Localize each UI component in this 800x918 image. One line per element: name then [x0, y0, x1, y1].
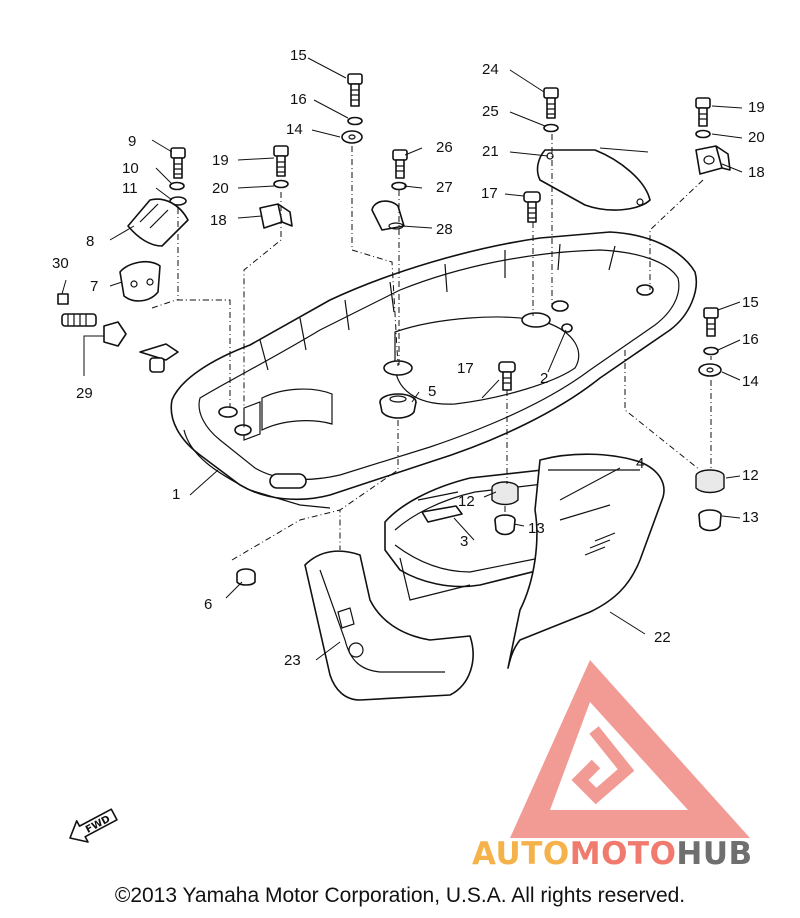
callout-9: 9 [128, 133, 136, 150]
callout-16b: 16 [742, 331, 759, 348]
callout-1: 1 [172, 486, 180, 503]
callout-18b: 18 [748, 164, 765, 181]
washer-14 [341, 130, 363, 144]
washer-20-right [695, 129, 711, 139]
callout-12b: 12 [742, 467, 759, 484]
latch-plate-8 [127, 198, 189, 247]
callout-25: 25 [482, 103, 499, 120]
washer-20-left [273, 179, 289, 189]
callout-13a: 13 [528, 520, 545, 537]
plug-6 [236, 568, 256, 586]
callout-14a: 14 [286, 121, 303, 138]
watermark-logo [510, 660, 750, 838]
washer-27 [391, 181, 407, 191]
callout-19a: 19 [212, 152, 229, 169]
bolt-24 [543, 87, 559, 119]
callout-6: 6 [204, 596, 212, 613]
bottom-cowling [170, 231, 697, 509]
washer-14-right [698, 363, 722, 377]
latch-block-7 [119, 260, 161, 302]
grommet-5 [379, 393, 417, 419]
callout-10: 10 [122, 160, 139, 177]
callout-15a: 15 [290, 47, 307, 64]
callout-14b: 14 [742, 373, 759, 390]
fwd-arrow: FWD [69, 808, 118, 843]
callout-4: 4 [636, 455, 644, 472]
watermark-text-moto: MOTO [569, 836, 677, 872]
washer-25 [543, 123, 559, 133]
callout-labels: 1 2 3 4 5 6 7 8 9 10 11 12 12 13 13 14 1… [52, 47, 765, 669]
callout-30: 30 [52, 255, 69, 272]
plate-21 [536, 149, 651, 211]
washer-10 [169, 181, 185, 191]
watermark-text-auto: AUTO [472, 836, 570, 872]
pad-3 [417, 491, 463, 523]
callout-17b: 17 [457, 360, 474, 377]
callout-26: 26 [436, 139, 453, 156]
callout-7: 7 [90, 278, 98, 295]
clip-18-right [695, 145, 731, 175]
collar-13-left [494, 514, 516, 536]
callout-17a: 17 [481, 185, 498, 202]
callout-24: 24 [482, 61, 499, 78]
callout-23: 23 [284, 652, 301, 669]
watermark-triangle-icon [510, 660, 750, 838]
washer-16-right [703, 346, 719, 356]
watermark-text: AUTOMOTOHUB [472, 836, 753, 872]
callout-20b: 20 [748, 129, 765, 146]
bolt-15 [347, 73, 363, 107]
bolt-19-left [273, 145, 289, 177]
bracket-28 [371, 200, 405, 231]
watermark-text-hub: HUB [676, 836, 753, 872]
washer-16 [347, 116, 363, 126]
bolt-26 [392, 149, 408, 179]
bolt-9 [170, 147, 186, 179]
bolt-17-top [523, 191, 541, 223]
bolt-15-right [703, 307, 719, 337]
leader-lines [61, 57, 743, 661]
label-30 [57, 293, 69, 305]
copyright-notice: ©2013 Yamaha Motor Corporation, U.S.A. A… [114, 884, 686, 907]
side-cover-left [304, 550, 474, 701]
callout-28: 28 [436, 221, 453, 238]
grommet-12-left [491, 481, 519, 506]
latch-rod-29 [61, 313, 179, 373]
washer-11 [169, 196, 187, 206]
callout-22: 22 [654, 629, 671, 646]
center-lines [151, 134, 712, 561]
callout-5: 5 [428, 383, 436, 400]
callout-12a: 12 [458, 493, 475, 510]
callout-18a: 18 [210, 212, 227, 229]
bolt-17-mid [498, 361, 516, 391]
callout-8: 8 [86, 233, 94, 250]
grommet-12-right [695, 469, 725, 494]
callout-16a: 16 [290, 91, 307, 108]
callout-29: 29 [76, 385, 93, 402]
callout-15b: 15 [742, 294, 759, 311]
side-cover-right [507, 453, 665, 669]
callout-2: 2 [540, 370, 548, 387]
callout-13b: 13 [742, 509, 759, 526]
callout-21: 21 [482, 143, 499, 160]
callout-27: 27 [436, 179, 453, 196]
callout-20a: 20 [212, 180, 229, 197]
callout-11: 11 [122, 180, 138, 197]
callout-3: 3 [460, 533, 468, 550]
bolt-19-right [695, 97, 711, 127]
clip-18-left [259, 203, 293, 229]
callout-19b: 19 [748, 99, 765, 116]
collar-13-right [698, 509, 722, 532]
